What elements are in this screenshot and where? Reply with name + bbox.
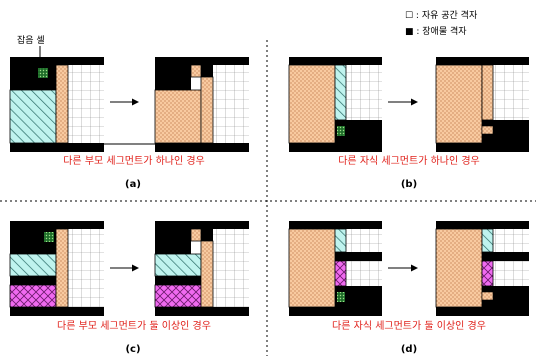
- panel-label-d: (d): [401, 344, 417, 355]
- panel-d: 다른 자식 세그먼트가 둘 이상인 경우 (d): [288, 221, 529, 355]
- panel-d-after: [435, 221, 529, 316]
- panel-a: 잡음 셀 다른 부모 세그먼트가 하나인 경우 (a): [9, 34, 249, 190]
- legend-obstacle-text: ■ : 장애물 격자: [405, 25, 467, 37]
- legend: ☐ : 자유 공간 격자 ■ : 장애물 격자: [405, 9, 478, 37]
- panel-label-a: (a): [125, 179, 141, 190]
- caption-b: 다른 자식 세그먼트가 하나인 경우: [338, 154, 480, 167]
- panel-b-after: [435, 57, 529, 152]
- panel-label-c: (c): [125, 344, 140, 355]
- panel-label-b: (b): [401, 179, 417, 190]
- panel-d-before: [288, 221, 382, 316]
- caption-d: 다른 자식 세그먼트가 둘 이상인 경우: [332, 319, 486, 332]
- legend-free-text: ☐ : 자유 공간 격자: [405, 9, 478, 21]
- caption-c: 다른 부모 세그먼트가 둘 이상인 경우: [57, 319, 211, 332]
- caption-a: 다른 부모 세그먼트가 하나인 경우: [63, 154, 205, 167]
- panel-a-before: [9, 57, 104, 152]
- panel-c: 다른 부모 세그먼트가 둘 이상인 경우 (c): [9, 221, 249, 355]
- panel-a-after: [154, 57, 249, 152]
- panel-b-before: [288, 57, 382, 152]
- panel-b: 다른 자식 세그먼트가 하나인 경우 (b): [288, 57, 529, 190]
- panel-c-after: [154, 221, 249, 316]
- panel-c-before: [9, 221, 104, 316]
- noise-cell-label: 잡음 셀: [17, 34, 45, 46]
